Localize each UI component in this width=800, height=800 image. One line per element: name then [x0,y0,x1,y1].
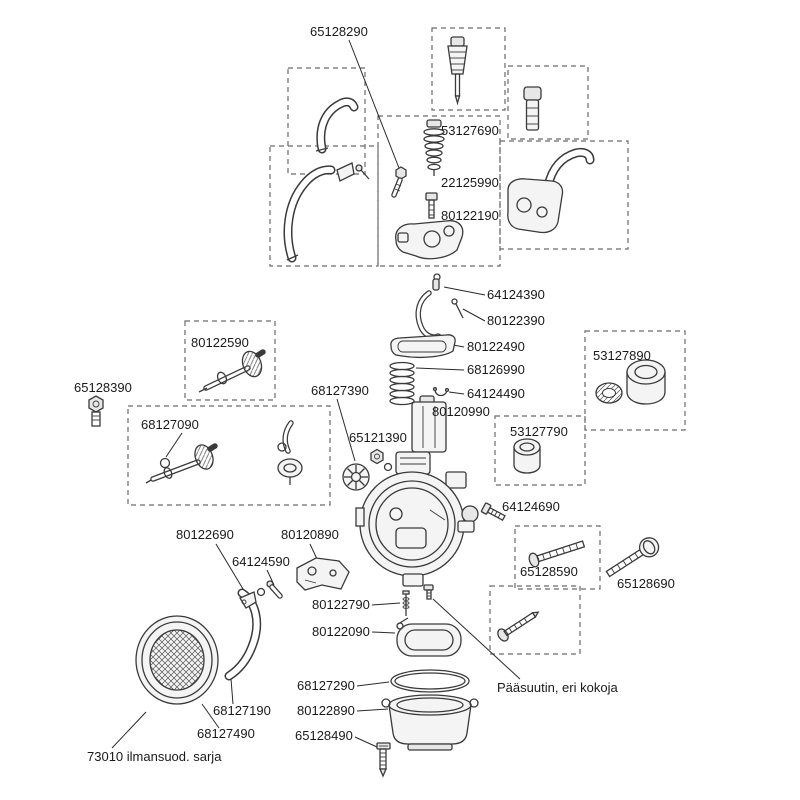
part-label-53127890: 53127890 [593,348,651,363]
part-label-65121390: 65121390 [349,430,407,445]
part-label-80122390: 80122390 [487,313,545,328]
part-label-80122690: 80122690 [176,527,234,542]
label-73010-ilmansuod-sarja: 73010 ilmansuod. sarja [87,749,222,764]
drawing-bolt-65128290 [391,166,407,198]
part-label-64124590: 64124590 [232,554,290,569]
drawing-bracket-80120890 [296,557,350,591]
drawing-intake-pipe [283,162,370,263]
drawing-cylinder-plug [523,86,542,131]
drawing-screw-64124690 [480,502,506,522]
part-label-68127390: 68127390 [311,383,369,398]
drawing-screw-64124590 [266,580,283,599]
dashed-box-rings [584,330,686,431]
group-part-drawings [88,36,666,778]
drawing-needle-80122790 [402,590,410,616]
part-label-80122490: 80122490 [467,339,525,354]
dashed-box-long-screw [514,525,601,590]
dashed-box-bushing [494,415,586,486]
drawing-pan-screw [497,611,540,642]
part-label-65128390: 65128390 [74,380,132,395]
part-label-68127090: 68127090 [141,417,199,432]
drawing-lever-assembly-left [145,443,218,484]
part-label-65128590: 65128590 [520,564,578,579]
part-label-65128290: 65128290 [310,24,368,39]
drawing-cable-component [507,147,595,234]
part-label-64124690: 64124690 [502,499,560,514]
dashed-box-needle-valve [431,27,506,111]
part-label-64124490: 64124490 [467,386,525,401]
part-label-80122590: 80122590 [191,335,249,350]
part-label-80122090: 80122090 [312,624,370,639]
drawing-shaft-disc-80122590 [198,349,266,393]
drawing-pin-lever-64124390 [415,273,442,341]
part-label-80120990: 80120990 [432,404,490,419]
dashed-box-elbow [287,67,366,175]
part-label-68127190: 68127190 [213,703,271,718]
part-label-22125990: 22125990 [441,175,499,190]
dashed-box-top-assembly [377,115,501,267]
drawing-screw-65128590 [528,540,586,568]
part-label-80122890: 80122890 [297,703,355,718]
group-part-labels: 65128290 53127690 22125990 80122190 6412… [74,24,675,764]
drawing-main-jet [423,584,434,600]
drawing-star-washer-68127390 [342,463,370,491]
part-label-65128690: 65128690 [617,576,675,591]
part-label-64124390: 64124390 [487,287,545,302]
drawing-bolt-22125990 [425,192,438,219]
part-label-80120890: 80120890 [281,527,339,542]
drawing-circlip-64124490 [432,386,450,397]
part-label-53127790: 53127790 [510,424,568,439]
drawing-slide-80120990 [411,395,447,453]
drawing-needle-valve [447,36,468,106]
drawing-elbow-pipe [315,97,359,154]
drawing-spring-53127690 [423,119,445,176]
drawing-bowl-80122890 [381,694,479,751]
drawing-air-filter [135,615,219,705]
label-paasuutin-eri-kokoja: Pääsuutin, eri kokoja [497,680,618,695]
part-label-68127290: 68127290 [297,678,355,693]
drawing-funnel-80122690 [239,587,266,609]
drawing-screw-65128490 [376,742,391,778]
dashed-box-cable-assembly [499,140,629,250]
dashed-box-lever-assemblies [127,405,331,506]
part-label-80122190: 80122190 [441,208,499,223]
drawing-needle-80122390 [451,298,464,319]
dashed-box-cylinder [507,65,589,140]
drawing-gasket-80122490 [390,334,456,358]
drawing-carburetor-body [355,451,479,587]
dashed-box-shaft-disc [184,320,276,401]
drawing-carb-top-80122190 [395,220,464,260]
drawing-hose-68127190 [224,588,262,681]
part-label-80122790: 80122790 [312,597,370,612]
part-label-65128490: 65128490 [295,728,353,743]
drawing-nut-65121390 [370,448,393,472]
drawing-float-80122090 [396,617,462,657]
dashed-box-pan-screw [489,585,581,655]
drawing-screw-65128690 [605,537,660,578]
drawing-bolt-65128390 [88,395,104,427]
group-leader-lines [111,39,521,749]
part-label-68126990: 68126990 [467,362,525,377]
drawing-lever-assembly-right [277,420,303,485]
drawing-gasket-68127290 [390,669,470,693]
part-label-53127690: 53127690 [441,123,499,138]
part-label-68127490: 68127490 [197,726,255,741]
drawing-rings-53127890 [595,359,666,405]
drawing-bushing-53127790 [513,438,541,474]
drawing-spring-68126990 [389,361,415,406]
